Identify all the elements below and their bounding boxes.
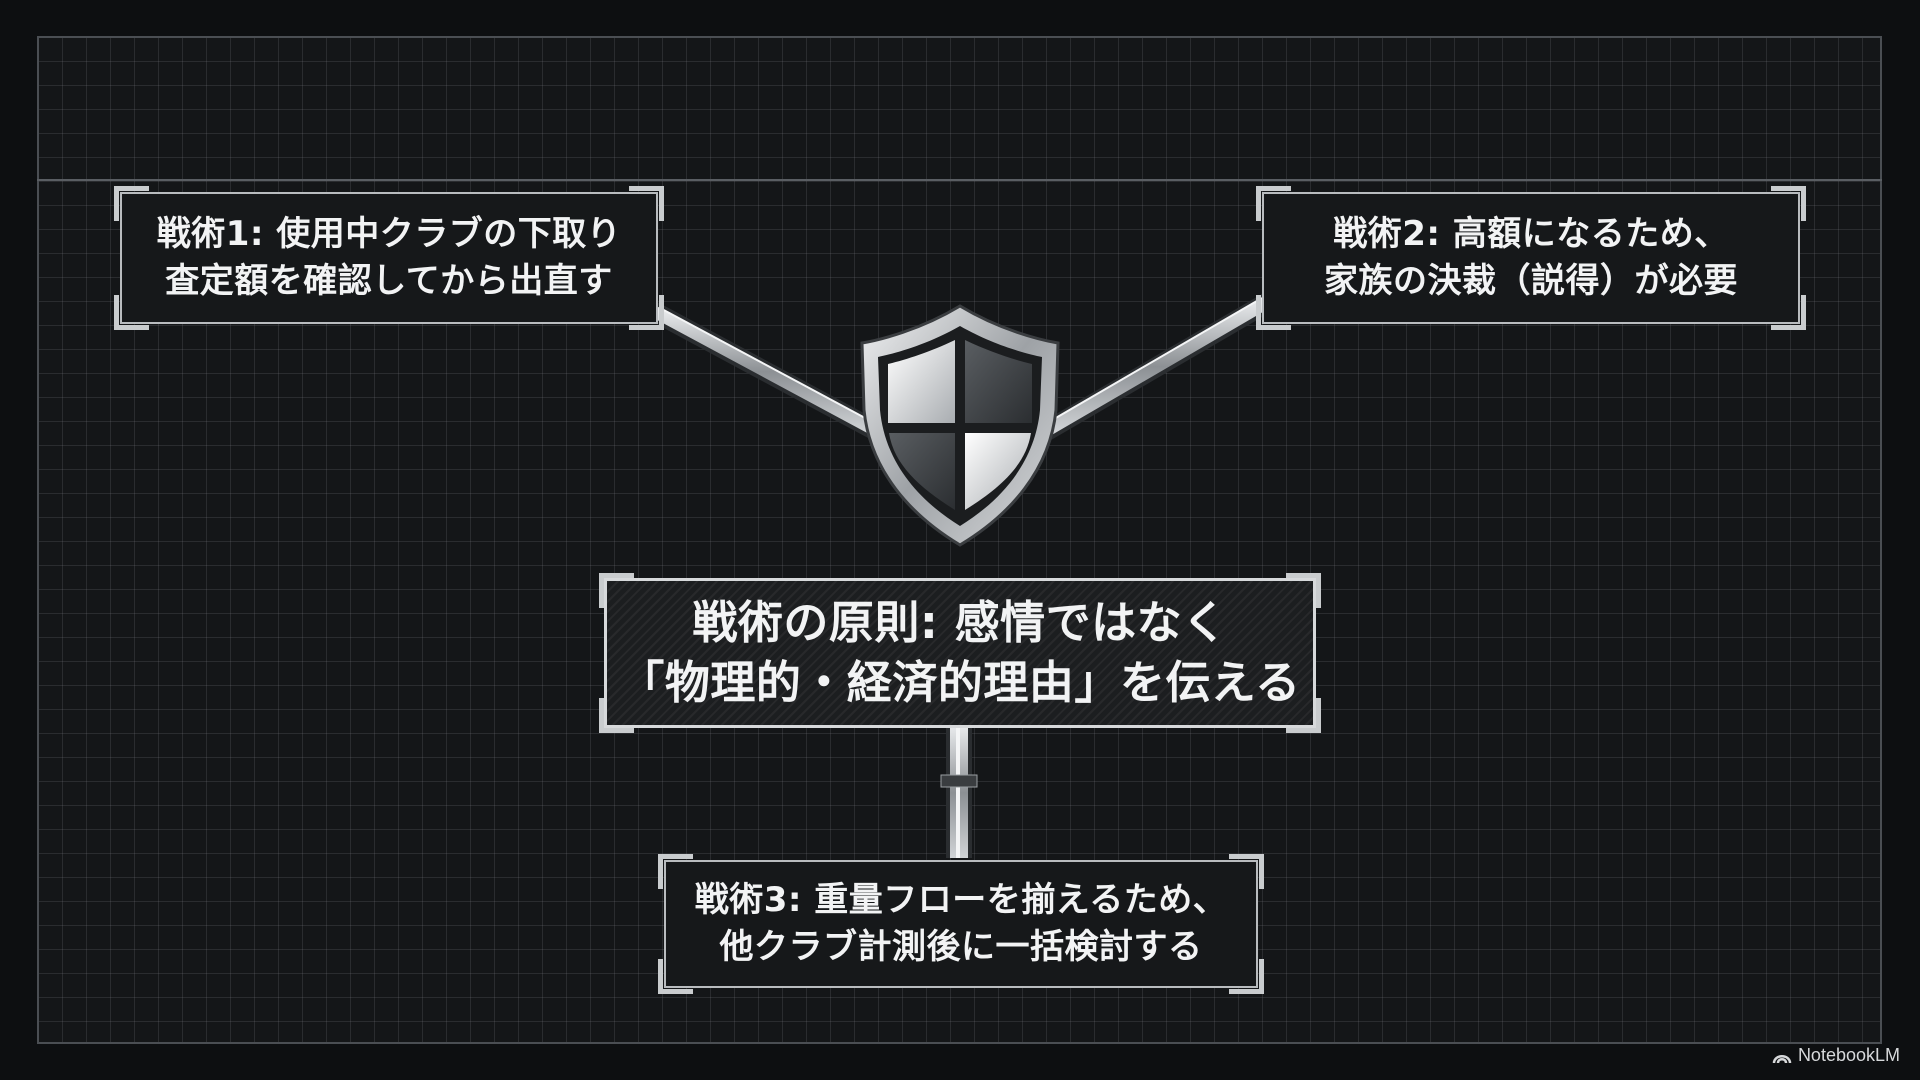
corner-bracket bbox=[599, 573, 634, 608]
corner-bracket bbox=[1256, 295, 1291, 330]
corner-bracket bbox=[658, 854, 693, 889]
principle-line-1: 戦術の原則: 感情ではなく bbox=[692, 596, 1228, 649]
corner-bracket bbox=[1229, 854, 1264, 889]
connector-bottom bbox=[940, 728, 978, 858]
notebooklm-logo-icon bbox=[1772, 1054, 1792, 1063]
tactic-3-text: 戦術3: 重量フローを揃えるため、 他クラブ計測後に一括検討する bbox=[695, 877, 1228, 971]
principle-text: 戦術の原則: 感情ではなく 「物理的・経済的理由」を伝える bbox=[619, 593, 1300, 713]
corner-bracket bbox=[1286, 698, 1321, 733]
corner-bracket bbox=[629, 295, 664, 330]
tactic-2-text: 戦術2: 高額になるため、 家族の決裁（説得）が必要 bbox=[1324, 211, 1738, 305]
corner-bracket bbox=[114, 295, 149, 330]
corner-bracket bbox=[1229, 959, 1264, 994]
tactic-1-text: 戦術1: 使用中クラブの下取り 査定額を確認してから出直す bbox=[157, 211, 622, 305]
shield-icon bbox=[860, 304, 1060, 547]
corner-bracket bbox=[658, 959, 693, 994]
tactic-1-box: 戦術1: 使用中クラブの下取り 査定額を確認してから出直す bbox=[114, 186, 664, 330]
principle-box: 戦術の原則: 感情ではなく 「物理的・経済的理由」を伝える bbox=[599, 573, 1321, 733]
corner-bracket bbox=[1256, 186, 1291, 221]
tactic-2-line-1: 戦術2: 高額になるため、 bbox=[1333, 214, 1729, 254]
connector-left bbox=[645, 302, 888, 442]
corner-bracket bbox=[114, 186, 149, 221]
tactic-3-box: 戦術3: 重量フローを揃えるため、 他クラブ計測後に一括検討する bbox=[658, 854, 1264, 994]
tactic-2-line-2: 家族の決裁（説得）が必要 bbox=[1324, 261, 1738, 301]
corner-bracket bbox=[1286, 573, 1321, 608]
corner-bracket bbox=[629, 186, 664, 221]
corner-bracket bbox=[599, 698, 634, 733]
tactic-1-line-1: 戦術1: 使用中クラブの下取り bbox=[156, 214, 622, 254]
horizontal-rule bbox=[37, 179, 1882, 181]
tactic-3-line-1: 戦術3: 重量フローを揃えるため、 bbox=[694, 880, 1228, 920]
connector-right bbox=[1035, 292, 1278, 442]
notebooklm-watermark: NotebookLM bbox=[1772, 1045, 1900, 1066]
corner-bracket bbox=[1771, 186, 1806, 221]
tactic-3-line-2: 他クラブ計測後に一括検討する bbox=[719, 927, 1203, 967]
tactic-2-box: 戦術2: 高額になるため、 家族の決裁（説得）が必要 bbox=[1256, 186, 1806, 330]
watermark-label: NotebookLM bbox=[1797, 1045, 1900, 1065]
corner-bracket bbox=[1771, 295, 1806, 330]
principle-line-2: 「物理的・経済的理由」を伝える bbox=[619, 656, 1301, 709]
tactic-1-line-2: 査定額を確認してから出直す bbox=[165, 261, 613, 301]
